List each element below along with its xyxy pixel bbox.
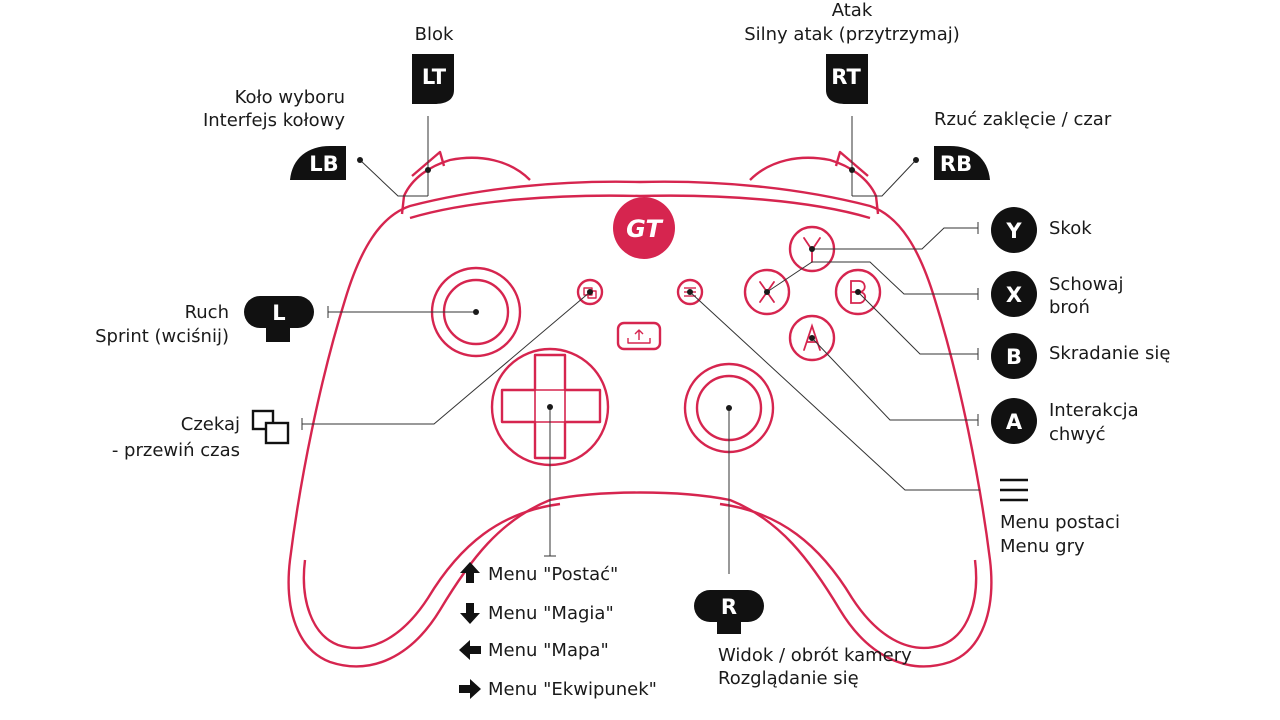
view-button[interactable] xyxy=(576,278,604,306)
rb-label: Rzuć zaklęcie / czar xyxy=(934,109,1112,130)
view-label-2: - przewiń czas xyxy=(112,440,240,461)
share-button[interactable] xyxy=(616,321,662,351)
x-label-1: Schowaj xyxy=(1049,274,1124,295)
arrow-right-icon xyxy=(459,679,481,699)
view-label-1: Czekaj xyxy=(181,414,240,435)
controller-outline xyxy=(287,150,993,668)
menu-label-1: Menu postaci xyxy=(1000,512,1120,533)
leader-dots xyxy=(357,157,919,411)
svg-text:L: L xyxy=(272,301,285,325)
svg-text:GT: GT xyxy=(626,215,663,243)
rt-badge: RT xyxy=(826,54,868,104)
dpad-up-label: Menu "Postać" xyxy=(488,564,618,585)
left-stick-label-2: Sprint (wciśnij) xyxy=(95,326,229,347)
l-stick-badge: L xyxy=(244,296,314,342)
left-stick-label-1: Ruch xyxy=(185,302,229,323)
a-button[interactable] xyxy=(788,314,836,362)
svg-text:RB: RB xyxy=(940,152,972,176)
svg-text:RT: RT xyxy=(831,65,861,89)
svg-text:B: B xyxy=(1006,345,1022,369)
rt-label-2: Silny atak (przytrzymaj) xyxy=(744,24,960,45)
right-stick-label-2: Rozglądanie się xyxy=(718,668,859,689)
gt-logo: GT xyxy=(613,197,675,259)
x-badge: X xyxy=(991,271,1037,317)
lb-badge: LB xyxy=(290,146,346,180)
a-badge: A xyxy=(991,398,1037,444)
rb-badge: RB xyxy=(934,146,990,180)
x-label-2: broń xyxy=(1049,297,1090,318)
view-icon xyxy=(251,409,290,445)
y-badge: Y xyxy=(991,207,1037,253)
x-button[interactable] xyxy=(743,268,791,316)
svg-text:LB: LB xyxy=(309,152,338,176)
menu-icon xyxy=(1000,478,1028,502)
dpad-left-label: Menu "Mapa" xyxy=(488,640,609,661)
dpad-down-label: Menu "Magia" xyxy=(488,603,614,624)
lt-badge: LT xyxy=(412,54,454,104)
svg-text:Y: Y xyxy=(1005,219,1022,243)
svg-text:LT: LT xyxy=(422,65,447,89)
menu-button[interactable] xyxy=(676,278,704,306)
dpad-right-label: Menu "Ekwipunek" xyxy=(488,679,657,700)
b-label: Skradanie się xyxy=(1049,343,1170,364)
lb-label-1: Koło wyboru xyxy=(235,87,345,108)
lt-label: Blok xyxy=(415,24,454,45)
arrow-down-icon xyxy=(460,603,480,624)
r-stick-badge: R xyxy=(694,590,764,634)
menu-label-2: Menu gry xyxy=(1000,536,1085,557)
leader-lines xyxy=(301,116,980,574)
lb-label-2: Interfejs kołowy xyxy=(203,110,345,131)
a-label-2: chwyć xyxy=(1049,424,1106,445)
right-stick-label-1: Widok / obrót kamery xyxy=(718,645,912,666)
arrow-left-icon xyxy=(459,640,481,660)
b-badge: B xyxy=(991,333,1037,379)
svg-text:X: X xyxy=(1006,283,1022,307)
y-label: Skok xyxy=(1049,218,1092,239)
a-label-1: Interakcja xyxy=(1049,400,1139,421)
svg-text:R: R xyxy=(721,595,737,619)
b-button[interactable] xyxy=(834,268,882,316)
svg-text:A: A xyxy=(1006,410,1023,434)
arrow-up-icon xyxy=(460,562,480,583)
rt-label-1: Atak xyxy=(832,0,873,21)
